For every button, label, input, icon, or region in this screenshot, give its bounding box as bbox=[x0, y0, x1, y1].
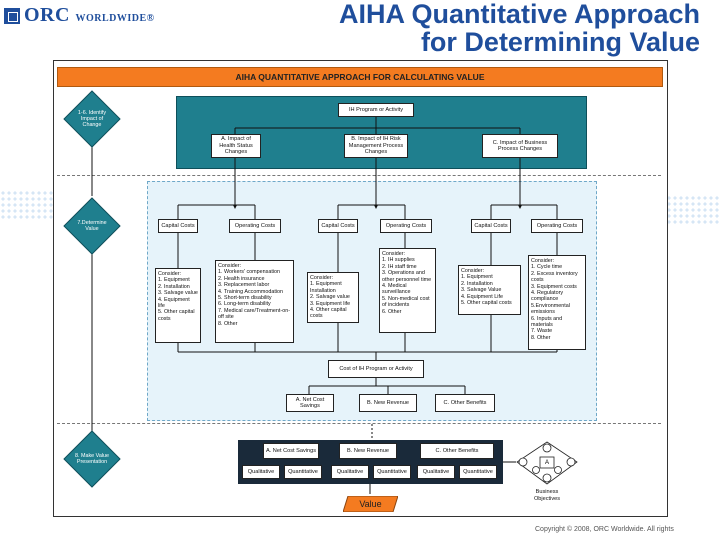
slide-title-line2: for Determining Value bbox=[420, 27, 700, 57]
operating-costs-a: Operating Costs bbox=[229, 219, 281, 233]
quantitative-c: Quantitative bbox=[459, 465, 497, 479]
new-revenue-box: B. New Revenue bbox=[359, 394, 417, 412]
orc-logo-text: ORC WORLDWIDE® bbox=[24, 4, 155, 26]
section-divider bbox=[57, 175, 661, 176]
step-diamond-identify: 1-6. Identify Impact of Change bbox=[63, 90, 121, 148]
business-objectives-center: A bbox=[544, 459, 549, 466]
capital-costs-c: Capital Costs bbox=[471, 219, 511, 233]
section-divider bbox=[57, 423, 661, 424]
decorative-dots bbox=[0, 190, 55, 220]
impact-b-box: B. Impact of IH Risk Management Process … bbox=[344, 134, 408, 158]
operating-costs-b: Operating Costs bbox=[380, 219, 432, 233]
capital-costs-a: Capital Costs bbox=[158, 219, 198, 233]
bottom-net-cost-savings: A. Net Cost Savings bbox=[263, 443, 319, 459]
capital-costs-b: Capital Costs bbox=[318, 219, 358, 233]
business-objectives-diagram: A bbox=[514, 440, 580, 490]
step-diamond-present: 8. Make Value Presentation bbox=[63, 430, 121, 488]
quantitative-a: Quantitative bbox=[284, 465, 322, 479]
qualitative-b: Qualitative bbox=[331, 465, 369, 479]
operating-costs-c: Operating Costs bbox=[531, 219, 583, 233]
other-benefits-box: C. Other Benefits bbox=[435, 394, 495, 412]
bottom-new-revenue: B. New Revenue bbox=[339, 443, 397, 459]
slide-title-line1: AIHA Quantitative Approach bbox=[338, 0, 700, 29]
qualitative-c: Qualitative bbox=[417, 465, 455, 479]
orc-logo: ORC WORLDWIDE® bbox=[4, 4, 155, 27]
quantitative-b: Quantitative bbox=[373, 465, 411, 479]
orc-logo-icon bbox=[4, 7, 20, 24]
cost-of-program-box: Cost of IH Program or Activity bbox=[328, 360, 424, 378]
impact-c-box: C. Impact of Business Process Changes bbox=[482, 134, 558, 158]
net-cost-savings-box: A. Net Cost Savings bbox=[286, 394, 334, 412]
bottom-other-benefits: C. Other Benefits bbox=[420, 443, 494, 459]
value-output: Value bbox=[343, 496, 398, 512]
qualitative-a: Qualitative bbox=[242, 465, 280, 479]
ih-program-box: IH Program or Activity bbox=[338, 103, 414, 117]
decorative-dots bbox=[660, 195, 720, 225]
copyright-text: Copyright © 2008, ORC Worldwide. All rig… bbox=[535, 526, 674, 533]
step-diamond-determine: 7.Determine Value bbox=[63, 197, 121, 255]
business-objectives-label: Business Objectives bbox=[533, 489, 561, 502]
impact-a-box: A. Impact of Health Status Changes bbox=[211, 134, 261, 158]
slide-title: AIHA Quantitative Approach for Determini… bbox=[339, 0, 700, 56]
diagram-banner: AIHA QUANTITATIVE APPROACH FOR CALCULATI… bbox=[57, 67, 663, 87]
